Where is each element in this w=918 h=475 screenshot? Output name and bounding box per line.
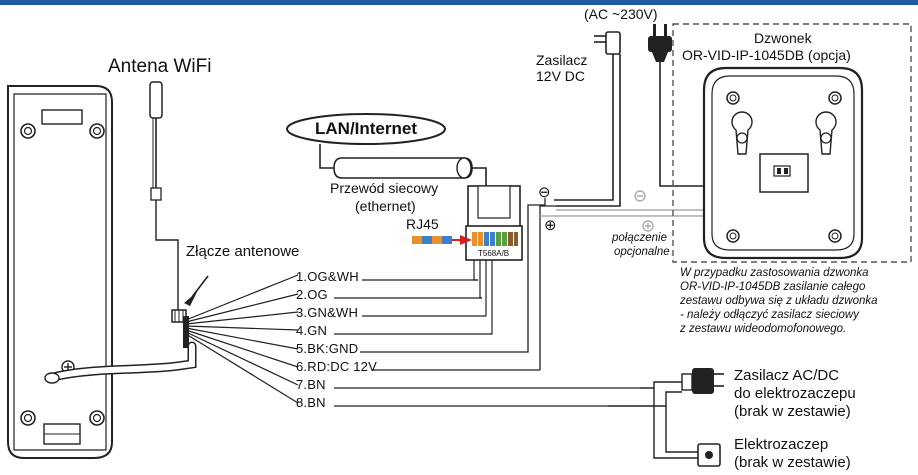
station-screws [20, 123, 105, 426]
rj45-plug-icon [412, 235, 472, 245]
top-accent-bar [0, 0, 918, 5]
wire-label-8: 8.BN [296, 395, 326, 410]
wire-label-7: 7.BN [296, 377, 326, 392]
lock-psu-label-line3: (brak w zestawie) [734, 403, 851, 420]
wire-label-4: 4.GN [296, 323, 328, 338]
optional-label-line1: połączenie [612, 232, 667, 244]
antenna-connector-label: Złącze antenowe [186, 243, 300, 260]
plus-symbol: ⊕ [544, 217, 557, 234]
rj45-standard-label: T568A/B [478, 249, 510, 258]
rj45-wire-leads [473, 260, 493, 335]
psu-label-line1: Zasilacz [536, 52, 588, 68]
wire-label-2: 2.OG [296, 287, 328, 302]
bell-unit-icon [702, 66, 864, 260]
psu-label-line2: 12V DC [536, 68, 586, 84]
strike-label-line1: Elektrozaczep [734, 436, 829, 453]
outdoor-station [7, 85, 113, 459]
wire-label-1: 1.OG&WH [296, 269, 359, 284]
bell-dashed-frame [672, 23, 912, 263]
note-line-3: zestawu odbywa się z układu dzwonka [680, 295, 878, 307]
lock-psu-label-line2: do elektrozaczepu [734, 385, 856, 402]
station-cable [44, 341, 197, 384]
cable-label-line2: (ethernet) [355, 198, 416, 214]
note-line-5: z zestawu wideodomofonowego. [680, 323, 847, 335]
wire-bundle [183, 274, 299, 404]
antenna-icon [149, 81, 179, 312]
antenna-wifi-label: Antena WiFi [108, 56, 212, 77]
dc-plug-icon [554, 31, 621, 207]
electric-strike-icon [653, 388, 721, 467]
wire-label-6: 6.RD:DC 12V [296, 359, 377, 374]
minus-symbol: ⊖ [538, 184, 551, 201]
cable-label-line1: Przewód siecowy [330, 180, 439, 196]
bell-label-line1: Dzwonek [754, 30, 812, 46]
lan-label: LAN/Internet [315, 119, 417, 138]
note-line-2: OR-VID-IP-1045DB zasilanie całego [680, 281, 866, 293]
lock-psu-icon [608, 368, 724, 407]
rj45-label: RJ45 [406, 216, 439, 232]
optional-label-line2: opcjonalne [614, 246, 670, 258]
wire-label-3: 3.GN&WH [296, 305, 359, 320]
wire-label-5: 5.BK:GND [296, 341, 359, 356]
note-line-4: - należy odłączyć zasilacz sieciowy [680, 309, 859, 321]
rj45-jack-icon [465, 185, 523, 261]
ac-power-label: (AC ~230V) [584, 6, 658, 22]
strike-label-line2: (brak w zestawie) [734, 454, 851, 471]
wire-leads [334, 279, 640, 407]
lock-psu-label-line1: Zasilacz AC/DC [734, 367, 840, 384]
bell-screws [726, 91, 842, 243]
bell-label-line2: OR-VID-IP-1045DB (opcja) [682, 47, 851, 63]
dc-output-leads [518, 198, 556, 370]
ethernet-cable-icon [319, 144, 487, 186]
note-line-1: W przypadku zastosowania dzwonka [680, 267, 869, 279]
lan-badge [286, 113, 446, 145]
